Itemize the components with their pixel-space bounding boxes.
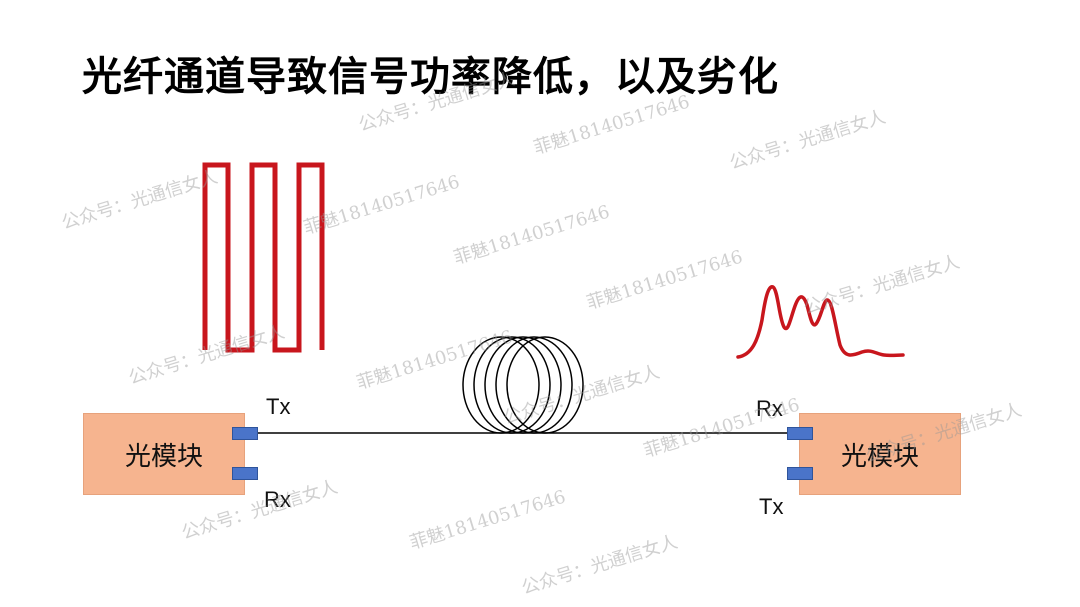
- slide-title: 光纤通道导致信号功率降低，以及劣化: [82, 54, 779, 100]
- right-rx-label: Rx: [756, 396, 783, 421]
- right-rx-port: [787, 427, 813, 440]
- input-square-wave: [202, 162, 325, 353]
- output-degraded-wave: [736, 285, 905, 359]
- right-tx-label: Tx: [759, 494, 784, 519]
- optical-module-right: 光模块: [799, 413, 961, 495]
- left-tx-port: [232, 427, 258, 440]
- optical-module-right-label: 光模块: [840, 441, 919, 472]
- left-rx-label: Rx: [264, 487, 291, 512]
- right-tx-port: [787, 467, 813, 480]
- left-rx-port: [232, 467, 258, 480]
- optical-module-left: 光模块: [83, 413, 245, 495]
- optical-module-left-label: 光模块: [124, 441, 203, 472]
- left-tx-label: Tx: [266, 394, 291, 419]
- fiber-coil: [462, 336, 584, 434]
